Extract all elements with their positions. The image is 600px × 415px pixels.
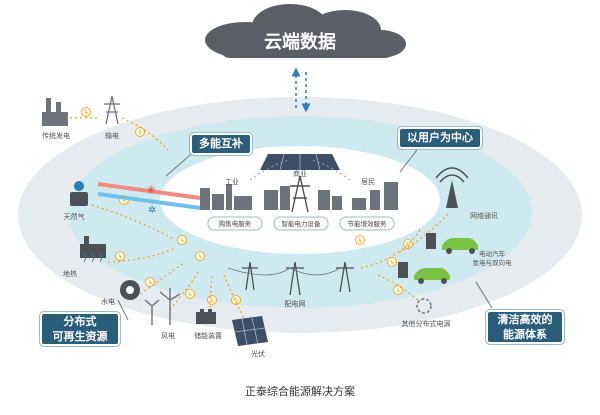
callout-clean-energy: 清洁高效的 能源体系 bbox=[486, 310, 564, 344]
distribution-grid-icon bbox=[227, 261, 354, 296]
geothermal-icon bbox=[80, 236, 106, 263]
sector-industry: 工业 bbox=[225, 177, 239, 186]
geothermal-label: 地热 bbox=[63, 269, 77, 278]
svg-text:智能电力设备: 智能电力设备 bbox=[282, 219, 322, 228]
sector-links bbox=[249, 159, 351, 181]
callout-distributed-line2: 可再生资源 bbox=[52, 330, 108, 343]
charging-station-icon bbox=[398, 233, 436, 278]
wind-turbine-icon bbox=[144, 288, 181, 325]
natural-gas-label: 天然气 bbox=[64, 212, 85, 221]
lightning-icon-glyph: ϟ bbox=[84, 110, 88, 117]
lightning-icon bbox=[195, 251, 205, 261]
solar-panel-icon bbox=[232, 316, 268, 346]
pylon-icon bbox=[104, 95, 120, 125]
cloud-label: 云端数据 bbox=[264, 31, 336, 53]
antenna-icon bbox=[435, 167, 469, 208]
svg-text:购售电服务: 购售电服务 bbox=[219, 219, 252, 228]
lightning-icon-glyph: ϟ bbox=[118, 254, 122, 261]
heat-icon: ✳ bbox=[146, 183, 156, 197]
cloud-icon bbox=[205, 4, 406, 58]
center-pylon-icon bbox=[290, 175, 310, 213]
lightning-icon bbox=[355, 235, 365, 245]
callout-clean-line1: 清洁高效的 bbox=[497, 313, 553, 326]
gas-pipes: ✳ ✲ bbox=[97, 182, 201, 216]
callout-distributed: 分布式 可再生资源 bbox=[40, 312, 120, 346]
lightning-icon-glyph: ϟ bbox=[188, 292, 192, 299]
lightning-icon-glyph: ϟ bbox=[198, 254, 202, 261]
callout-distributed-line1: 分布式 bbox=[63, 315, 97, 328]
sector-residential: 居民 bbox=[361, 178, 375, 186]
battery-icon bbox=[196, 309, 216, 324]
callout-clean-line2: 能源体系 bbox=[503, 328, 547, 341]
ev-car-icon bbox=[414, 238, 478, 284]
solar-label: 光伏 bbox=[251, 349, 265, 358]
wind-label: 风电 bbox=[161, 331, 175, 340]
lightning-icon-glyph: ϟ bbox=[406, 242, 410, 249]
callout-multi-energy: 多能互补 bbox=[190, 133, 252, 155]
hydro-icon bbox=[120, 280, 140, 300]
figure-caption: 正泰综合能源解决方案 bbox=[245, 385, 355, 398]
distribution-grid-label: 配电网 bbox=[285, 299, 306, 308]
city-skyline bbox=[200, 182, 398, 210]
lightning-icon bbox=[145, 277, 155, 287]
lightning-icon-glyph: ϟ bbox=[396, 288, 400, 295]
lightning-icon-glyph: ϟ bbox=[390, 260, 394, 267]
lightning-icon bbox=[387, 257, 397, 267]
lightning-icon bbox=[115, 251, 125, 261]
sector-commerce: 商业 bbox=[293, 169, 307, 178]
factory-icon bbox=[42, 98, 68, 126]
solar-array-icon bbox=[260, 153, 340, 171]
service-pill-sales: 购售电服务 bbox=[207, 216, 263, 231]
hydro-label: 水电 bbox=[101, 297, 115, 306]
lightning-icon bbox=[81, 107, 91, 117]
transmission-label: 输电 bbox=[105, 131, 119, 140]
callout-user-center: 以用户为中心 bbox=[398, 127, 482, 149]
gas-icon bbox=[70, 181, 88, 206]
lightning-icon-glyph: ϟ bbox=[180, 238, 184, 245]
lightning-icon bbox=[185, 289, 195, 299]
other-distributed-icon bbox=[416, 298, 432, 314]
lightning-icon-glyph: ϟ bbox=[234, 298, 238, 305]
lightning-icon bbox=[177, 235, 187, 245]
cool-icon: ✲ bbox=[148, 205, 156, 216]
network-comm-label: 网络通讯 bbox=[470, 211, 498, 220]
svg-text:节能增效服务: 节能增效服务 bbox=[348, 219, 388, 228]
lightning-icon-glyph: ϟ bbox=[210, 298, 214, 305]
lightning-icon-glyph: ϟ bbox=[358, 238, 362, 245]
storage-label: 储能装置 bbox=[194, 331, 222, 340]
lightning-icon-glyph: ϟ bbox=[138, 130, 142, 137]
other-distributed-label: 其他分布式电源 bbox=[402, 319, 451, 328]
service-pill-energy-saving: 节能增效服务 bbox=[339, 216, 395, 231]
ev-label-line2: 氢电与双向电 bbox=[473, 258, 513, 267]
lightning-icon-glyph: ϟ bbox=[148, 280, 152, 287]
service-pill-smart-equipment: 智能电力设备 bbox=[273, 216, 329, 231]
lightning-icon bbox=[231, 295, 241, 305]
thermal-power-label: 传统发电 bbox=[42, 131, 70, 140]
lightning-icon-glyph: ϟ bbox=[122, 198, 126, 205]
ev-label-line1: 电动汽车 bbox=[479, 249, 506, 258]
